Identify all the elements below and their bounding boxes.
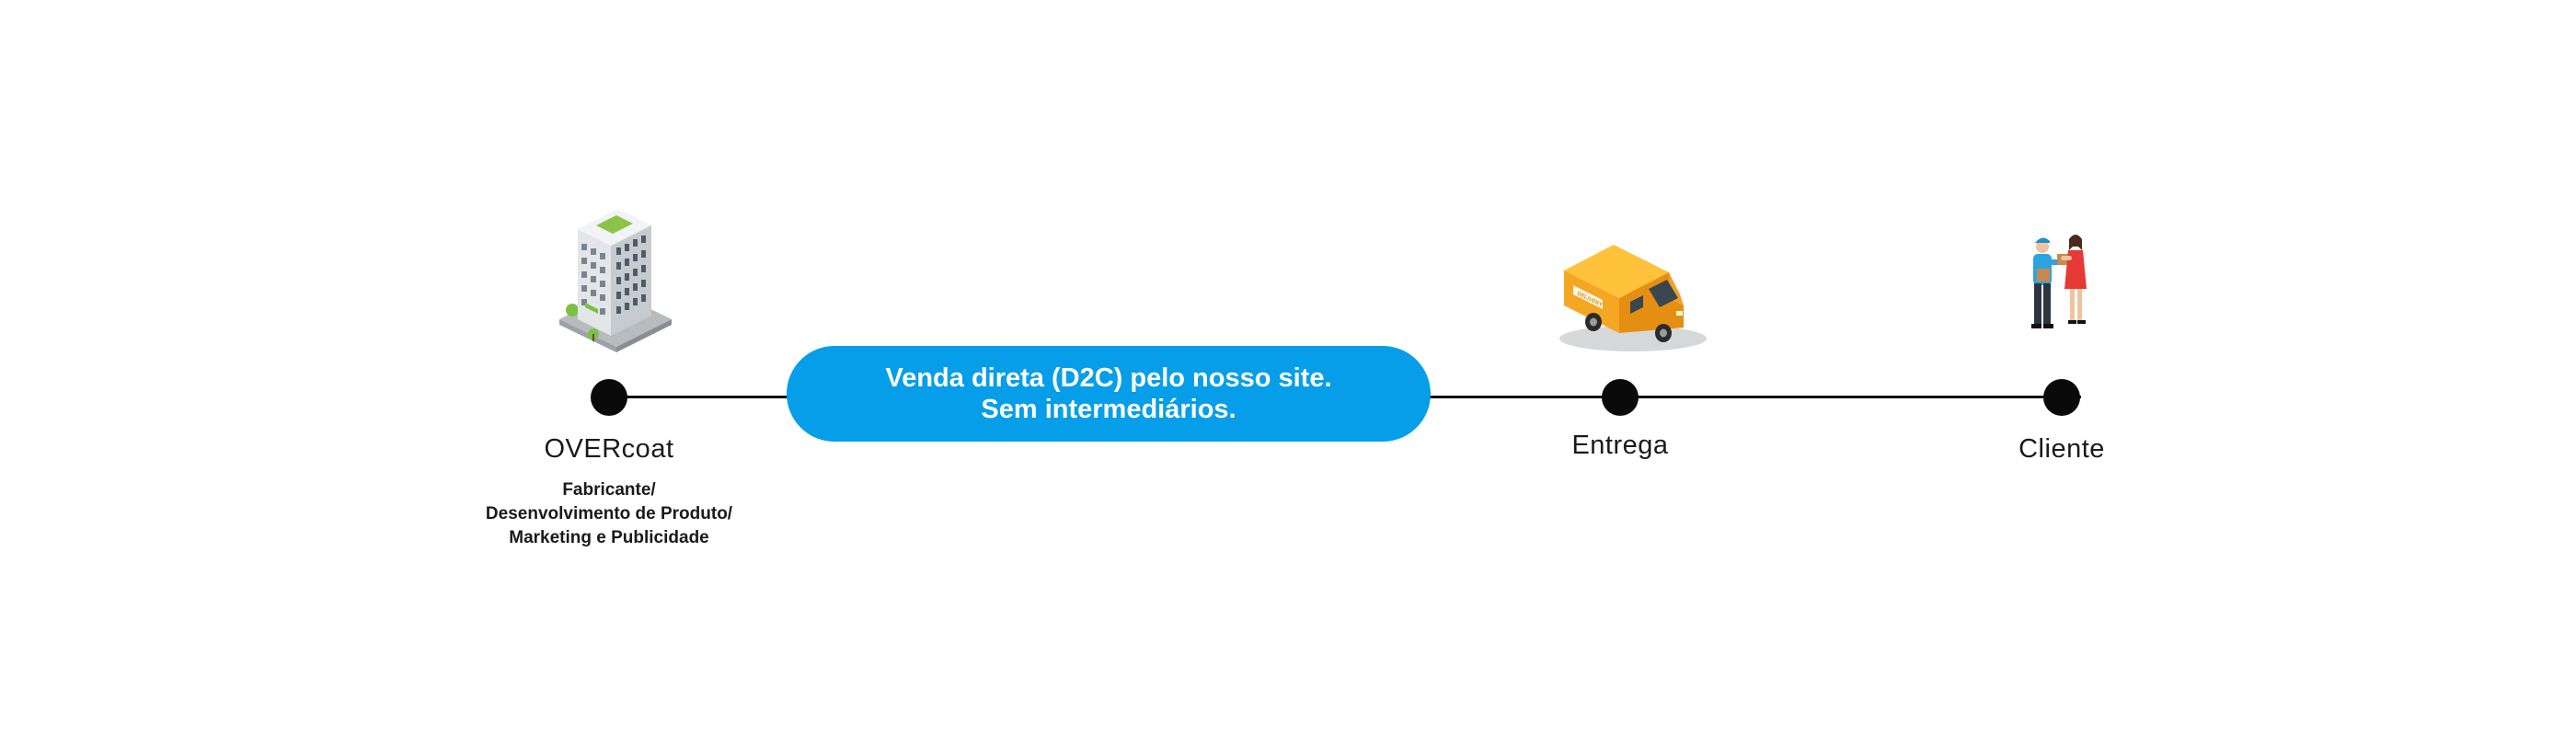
timeline-node-cliente [2043, 379, 2080, 416]
courier-handing-package-icon [2031, 235, 2087, 328]
timeline-node-entrega [1602, 379, 1639, 416]
sublabel-line: Fabricante/ [562, 480, 656, 500]
node-label-cliente: Cliente [2018, 434, 2105, 464]
sublabel-line: Marketing e Publicidade [509, 528, 709, 547]
callout-line-2: Sem intermediários. [981, 395, 1236, 424]
sublabel-line: Desenvolvimento de Produto/ [485, 504, 733, 523]
timeline-node-overcoat [591, 379, 627, 416]
delivery-van-icon: DELIVERY [1559, 245, 1707, 351]
node-sublabel-overcoat: Fabricante/ Desenvolvimento de Produto/ … [416, 478, 802, 550]
office-building-icon [559, 209, 672, 352]
node-label-entrega: Entrega [1571, 431, 1669, 460]
d2c-callout: Venda direta (D2C) pelo nosso site. Sem … [787, 346, 1431, 442]
node-label-overcoat: OVERcoat [544, 434, 674, 464]
callout-line-1: Venda direta (D2C) pelo nosso site. [885, 363, 1332, 393]
